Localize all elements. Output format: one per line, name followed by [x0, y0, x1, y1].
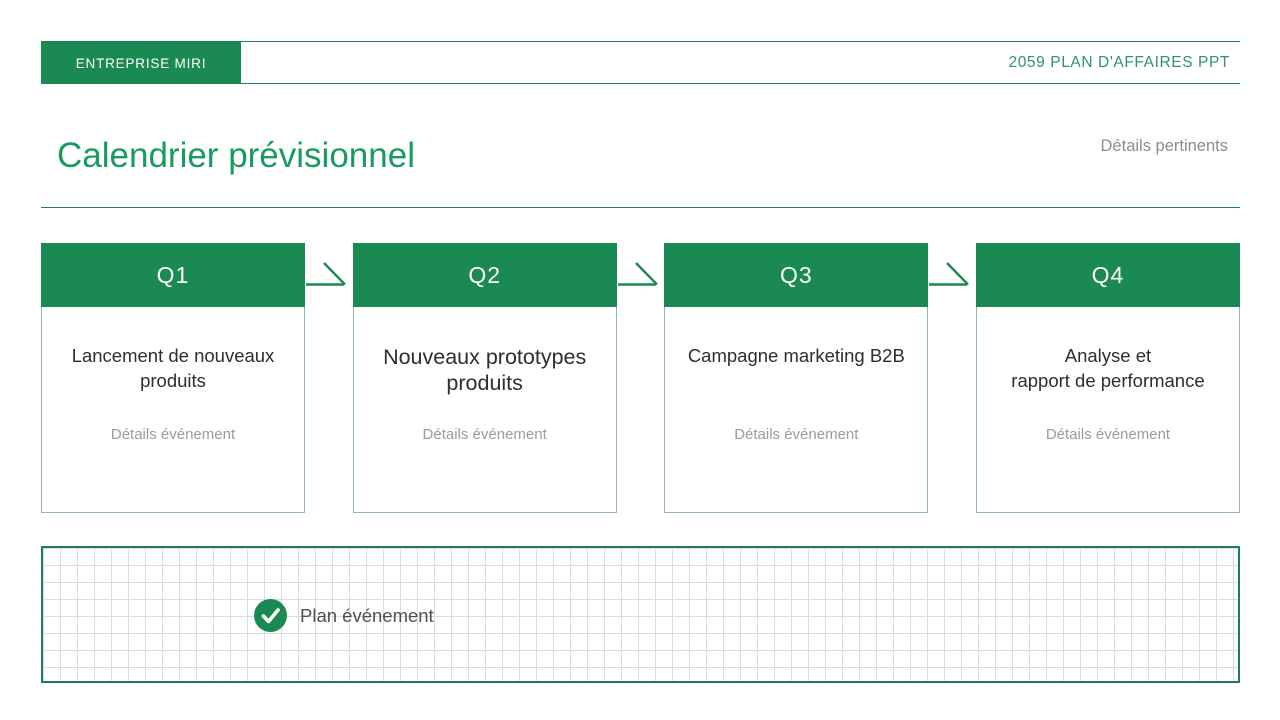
event-title: Campagne marketing B2B	[687, 345, 905, 366]
quarter-card-body: Lancement de nouveaux produits Détails é…	[41, 307, 305, 513]
quarter-card-q4: Q4 Analyse et rapport de performance Dét…	[975, 243, 1240, 513]
event-details-placeholder: Détails événement	[734, 426, 859, 443]
event-title: Nouveaux prototypes produits	[383, 345, 587, 396]
quarter-header: Q3	[664, 243, 929, 307]
quarter-card-body: Nouveaux prototypes produits Détails évé…	[352, 307, 617, 513]
check-icon	[254, 599, 287, 632]
footer-note: Plan événement	[300, 604, 434, 626]
event-details-placeholder: Détails événement	[110, 426, 236, 443]
flow-arrow-icon	[616, 260, 662, 288]
company-badge: ENTREPRISE MIRI	[41, 42, 241, 84]
event-title: Lancement de nouveaux produits	[71, 345, 275, 391]
notes-grid-panel: Plan événement	[41, 546, 1240, 683]
quarter-card-body: Analyse et rapport de performance Détail…	[975, 307, 1240, 513]
quarter-header: Q4	[975, 243, 1240, 307]
event-details-placeholder: Détails événement	[1045, 426, 1171, 443]
footer-note-row: Plan événement	[254, 599, 434, 632]
flow-arrow-icon	[304, 260, 350, 288]
event-details-placeholder: Détails événement	[422, 426, 547, 443]
quarter-card-q3: Q3 Campagne marketing B2B Détails événem…	[664, 243, 970, 513]
details-note: Détails pertinents	[1100, 137, 1228, 155]
deck-title: 2059 PLAN D'AFFAIRES PPT	[1008, 54, 1230, 71]
quarter-header: Q2	[352, 243, 617, 307]
quarter-card-body: Campagne marketing B2B Détails événement	[664, 307, 929, 513]
title-divider	[41, 207, 1240, 208]
quarter-card-q2: Q2 Nouveaux prototypes produits Détails …	[352, 243, 658, 513]
quarter-header: Q1	[41, 243, 305, 307]
header-band: ENTREPRISE MIRI 2059 PLAN D'AFFAIRES PPT	[41, 41, 1240, 84]
flow-arrow-icon	[927, 260, 973, 288]
event-title: Analyse et rapport de performance	[1011, 345, 1205, 391]
quarter-card-q1: Q1 Lancement de nouveaux produits Détail…	[41, 243, 346, 513]
quarter-cards-row: Q1 Lancement de nouveaux produits Détail…	[41, 243, 1240, 513]
page-title: Calendrier prévisionnel	[57, 136, 415, 175]
